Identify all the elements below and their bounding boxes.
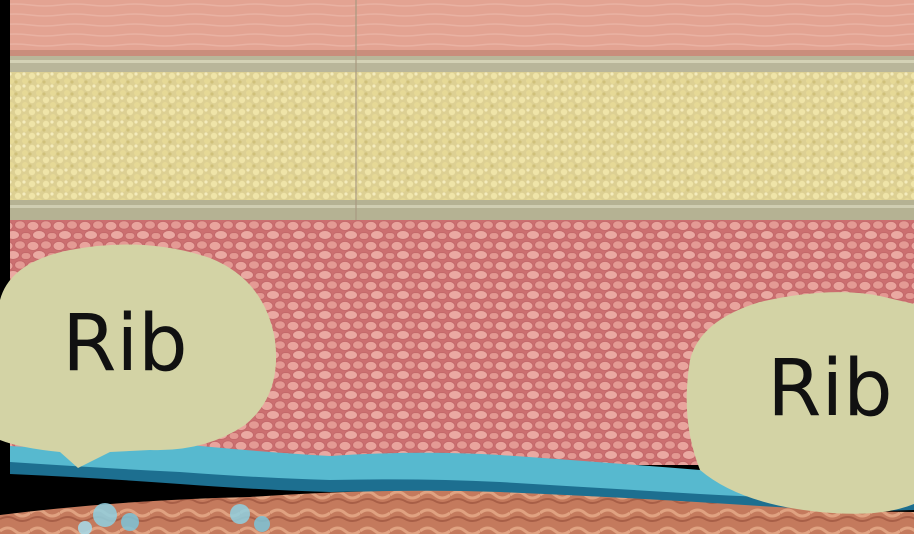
rib-right: Rib (687, 292, 914, 514)
fascia-band-lower-highlight (10, 205, 914, 208)
fascia-band-upper-highlight (10, 60, 914, 63)
fascia-band-lower (10, 200, 914, 220)
rib-right-label: Rib (767, 344, 892, 434)
skin-layer-shadow (10, 50, 914, 56)
skin-layer (10, 0, 914, 56)
fascia-band-upper (10, 56, 914, 72)
panel-seam (355, 0, 357, 220)
fat-layer (10, 72, 914, 200)
rib-left-label: Rib (62, 299, 187, 389)
